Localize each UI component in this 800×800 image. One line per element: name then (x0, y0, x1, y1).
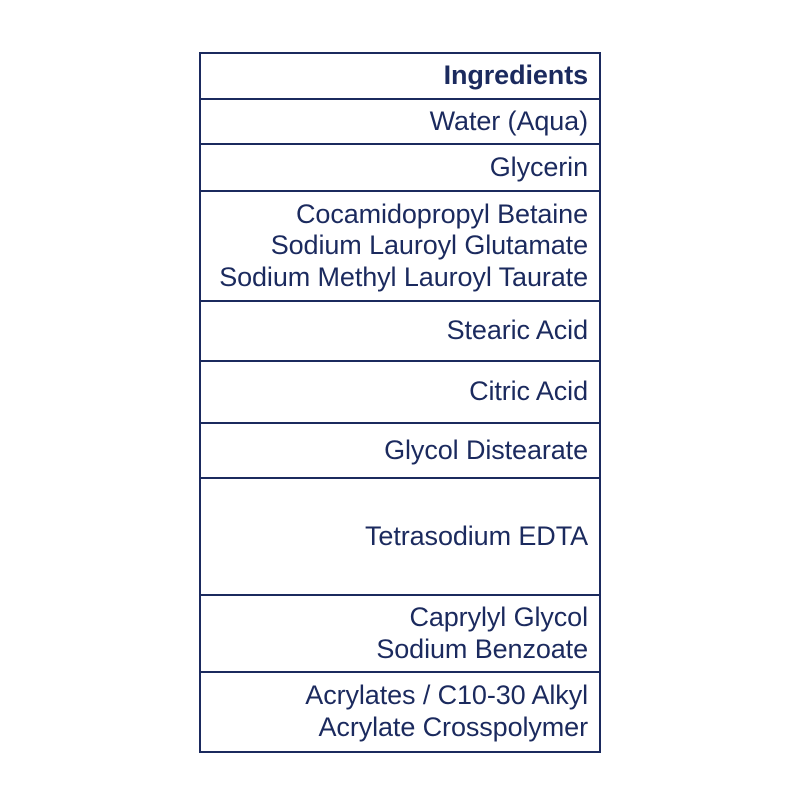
ingredient-name: Cocamidopropyl Betaine Sodium Lauroyl Gl… (219, 198, 588, 292)
ingredient-name: Citric Acid (469, 376, 588, 407)
ingredient-name: Acrylates / C10-30 Alkyl Acrylate Crossp… (305, 680, 588, 742)
table-row: Caprylyl Glycol Sodium Benzoate (201, 596, 599, 673)
table-row: Cocamidopropyl Betaine Sodium Lauroyl Gl… (201, 192, 599, 302)
table-row: Tetrasodium EDTA (201, 479, 599, 596)
ingredients-header-title: Ingredients (443, 60, 589, 91)
ingredient-name: Glycerin (489, 151, 588, 182)
table-row: Glycerin (201, 145, 599, 192)
ingredient-name: Water (Aqua) (429, 105, 588, 136)
ingredient-name: Glycol Distearate (384, 434, 588, 465)
table-row: Glycol Distearate (201, 424, 599, 479)
ingredient-name: Caprylyl Glycol Sodium Benzoate (376, 601, 588, 664)
ingredient-name: Tetrasodium EDTA (365, 520, 588, 551)
table-row: Water (Aqua) (201, 100, 599, 145)
table-row: Citric Acid (201, 362, 599, 424)
table-row: Acrylates / C10-30 Alkyl Acrylate Crossp… (201, 673, 599, 751)
ingredient-name: Stearic Acid (446, 315, 588, 346)
ingredients-table-header-row: Ingredients (201, 54, 599, 100)
table-row: Stearic Acid (201, 302, 599, 362)
ingredients-table: Ingredients Water (Aqua) Glycerin Cocami… (199, 52, 601, 753)
